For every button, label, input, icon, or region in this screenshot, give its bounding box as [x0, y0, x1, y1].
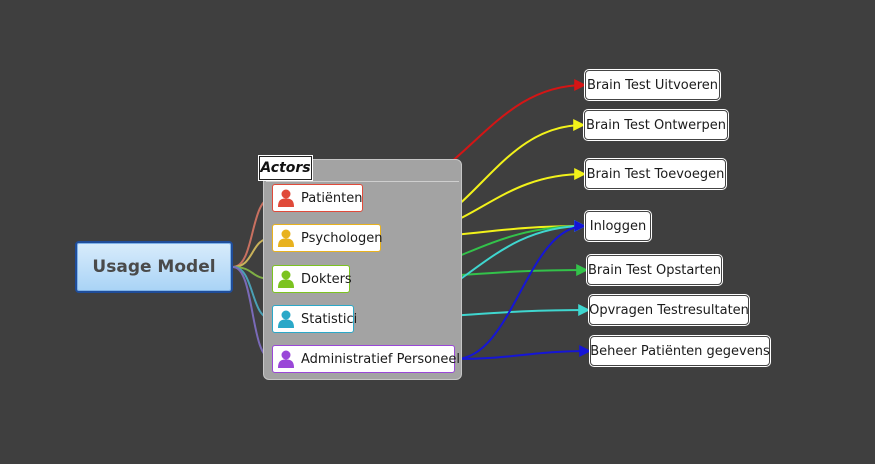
person-icon: [278, 310, 294, 328]
person-icon: [278, 270, 294, 288]
actor-label: Psychologen: [301, 230, 383, 246]
relationship-administratief-personeel-to-beheer-patienten-gegevens[interactable]: [454, 345, 592, 360]
actor-label: Patiënten: [301, 190, 363, 206]
use-case-node-opvragen-testresultaten[interactable]: Opvragen Testresultaten: [589, 295, 749, 325]
actor-label: Dokters: [301, 271, 352, 287]
relationship-administratief-personeel-to-inloggen[interactable]: [454, 220, 587, 360]
use-case-node-brain-test-uitvoeren[interactable]: Brain Test Uitvoeren: [585, 70, 720, 100]
actor-node-patienten[interactable]: Patiënten: [272, 184, 363, 212]
actors-group-title[interactable]: Actors: [258, 155, 313, 181]
use-case-node-brain-test-opstarten[interactable]: Brain Test Opstarten: [587, 255, 722, 285]
actor-node-psychologen[interactable]: Psychologen: [272, 224, 383, 252]
actor-label: Administratief Personeel: [301, 351, 460, 367]
use-case-node-beheer-patienten-gegevens[interactable]: Beheer Patiënten gegevens: [590, 336, 770, 366]
actor-label: Statistici: [301, 311, 358, 327]
root-node-usage-model[interactable]: Usage Model: [75, 241, 233, 293]
use-case-node-inloggen[interactable]: Inloggen: [585, 211, 651, 241]
person-icon: [278, 350, 294, 368]
actor-node-statistici[interactable]: Statistici: [272, 305, 358, 333]
person-icon: [278, 229, 294, 247]
use-case-node-brain-test-ontwerpen[interactable]: Brain Test Ontwerpen: [584, 110, 728, 140]
actor-node-dokters[interactable]: Dokters: [272, 265, 352, 293]
use-case-node-brain-test-toevoegen[interactable]: Brain Test Toevoegen: [585, 159, 726, 189]
actors-group-divider: [266, 181, 459, 182]
actor-node-administratief-personeel[interactable]: Administratief Personeel: [272, 345, 460, 373]
person-icon: [278, 189, 294, 207]
